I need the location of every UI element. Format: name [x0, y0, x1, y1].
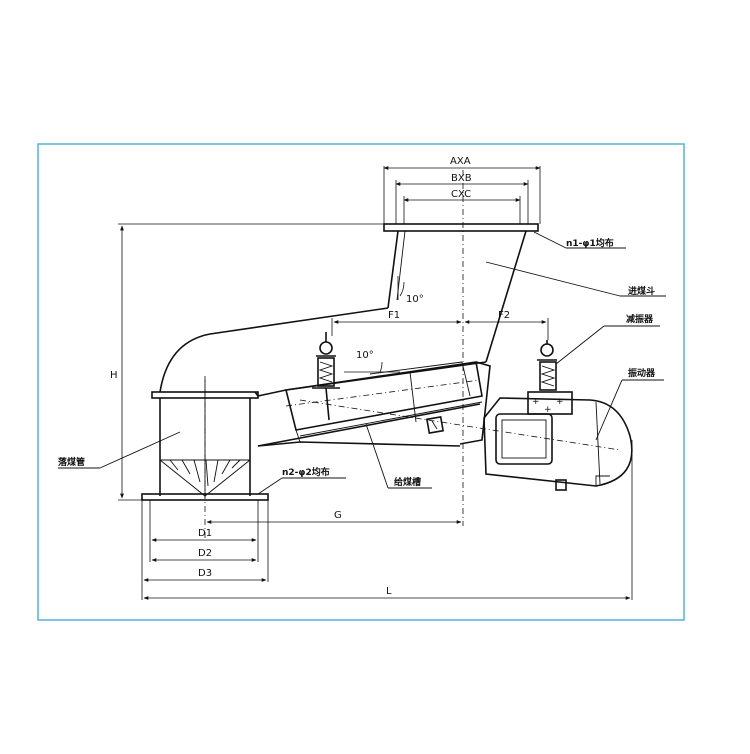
dim-angle-trough: 10°	[356, 350, 374, 361]
callout-damper: 减振器	[626, 313, 654, 325]
callout-vibrator: 振动器	[628, 367, 656, 379]
svg-text:+: +	[544, 405, 552, 415]
vibrator	[483, 397, 633, 491]
dim-cxc: CXC	[451, 189, 471, 200]
dim-angle-top: 10°	[406, 294, 424, 305]
dim-bxb: BXB	[451, 173, 472, 184]
dim-d1: D1	[198, 528, 212, 539]
feed-trough	[257, 361, 491, 447]
leader-lines	[58, 231, 666, 495]
dim-g: G	[334, 510, 342, 521]
dim-l: L	[386, 586, 392, 597]
callout-top-holes: n1-φ1均布	[566, 237, 614, 249]
dim-d2: D2	[198, 548, 212, 559]
callout-labels: n1-φ1均布 进煤斗 减振器 振动器 落煤管 n2-φ2均布 给煤槽	[58, 237, 656, 488]
dim-f1: F1	[388, 310, 400, 321]
left-suspension	[312, 332, 340, 421]
callout-bottom-holes: n2-φ2均布	[282, 466, 330, 478]
dim-h: H	[110, 370, 118, 381]
dimension-lines	[118, 166, 633, 600]
dim-f2: F2	[498, 310, 510, 321]
svg-text:+: +	[556, 397, 564, 407]
dimension-labels: AXA BXB CXC H F1 F2 10° 10° G D1 D2 D3 L	[110, 156, 510, 597]
callout-trough: 给煤槽	[394, 476, 421, 488]
centerlines	[204, 170, 621, 540]
callout-chute: 落煤管	[58, 456, 85, 468]
dim-axa: AXA	[450, 156, 471, 167]
inlet-hopper	[159, 223, 539, 397]
dim-d3: D3	[198, 568, 212, 579]
drawing-frame	[37, 143, 685, 621]
callout-inlet-hopper: 进煤斗	[628, 285, 655, 297]
damper: + + +	[527, 340, 573, 415]
svg-text:+: +	[532, 397, 540, 407]
